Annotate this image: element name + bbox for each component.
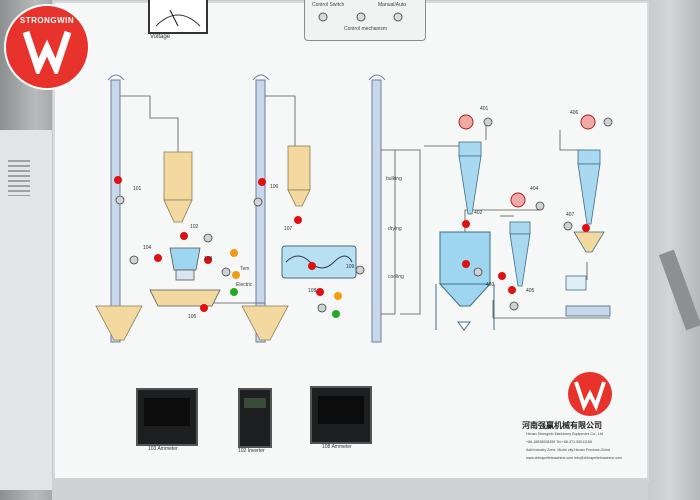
logo-w-mark bbox=[22, 30, 72, 74]
label-105: 105 bbox=[188, 314, 197, 320]
control-switch-label: Control Switch bbox=[312, 2, 345, 8]
ammeter-103-screen bbox=[144, 398, 190, 426]
inverter-102-screen bbox=[244, 398, 266, 408]
ammeter-108 bbox=[310, 386, 372, 444]
ammeter-103-label: 103 Ammeter bbox=[148, 446, 178, 452]
meter-face bbox=[155, 9, 201, 27]
label-402: 402 bbox=[474, 210, 483, 216]
ammeter-108-screen bbox=[318, 396, 364, 424]
ammeter-103 bbox=[136, 388, 198, 446]
label-102: 102 bbox=[190, 224, 199, 230]
electric-label: Electric bbox=[236, 282, 253, 288]
inverter-102 bbox=[238, 388, 272, 448]
label-108: 108 bbox=[308, 288, 317, 294]
company-name-en: Henan Strongwin Machinery Equipment Co.,… bbox=[526, 432, 603, 436]
label-101: 101 bbox=[133, 186, 142, 192]
elevator-pipes bbox=[107, 74, 386, 343]
bottom-hoppers bbox=[95, 305, 289, 341]
label-106: 106 bbox=[270, 184, 279, 190]
company-logo-mark bbox=[574, 381, 606, 412]
label-401: 401 bbox=[480, 106, 489, 112]
cooler bbox=[435, 231, 495, 331]
logo-text: STRONGWIN bbox=[19, 16, 75, 25]
panel-base bbox=[52, 478, 648, 500]
label-404: 404 bbox=[530, 186, 539, 192]
company-logo bbox=[568, 372, 612, 416]
company-name-cn: 河南强赢机械有限公司 bbox=[522, 421, 602, 430]
indicator-lamps bbox=[114, 176, 590, 318]
ammeter-108-label: 108 Ammeter bbox=[322, 444, 352, 450]
company-phone: +86-18838008359 Tel:+86-371-55011168 bbox=[526, 440, 592, 444]
cyclones bbox=[458, 141, 611, 317]
inverter-102-label: 102 Inverter bbox=[238, 448, 265, 454]
label-103: 103 bbox=[204, 256, 213, 262]
label-107: 107 bbox=[284, 226, 293, 232]
meter-label: Voltage bbox=[150, 34, 171, 40]
fans bbox=[458, 114, 596, 208]
strongwin-logo: STRONGWIN bbox=[4, 4, 90, 90]
mixer bbox=[281, 245, 357, 279]
label-406: 406 bbox=[570, 110, 579, 116]
label-104: 104 bbox=[143, 245, 152, 251]
label-407: 407 bbox=[566, 212, 575, 218]
silo-hopper-1 bbox=[163, 151, 193, 223]
drying-label: drying bbox=[388, 226, 402, 232]
label-403: 403 bbox=[486, 282, 495, 288]
mechanism-label: Control mechanism bbox=[344, 26, 388, 32]
tem-label: Tem bbox=[240, 266, 250, 272]
knobs bbox=[115, 117, 613, 313]
top-switches bbox=[318, 12, 403, 22]
company-address: Add:Industry Zone, Muzhi city,Henan Prov… bbox=[526, 448, 611, 452]
voltage-meter bbox=[148, 0, 208, 34]
cabinet-vent bbox=[8, 160, 30, 196]
manual-auto-label: Manual/Auto bbox=[378, 2, 407, 8]
label-405: 405 bbox=[526, 288, 535, 294]
bulking-label: bulking bbox=[386, 176, 402, 182]
company-website: www.chinapelletmachine.com info@chinapel… bbox=[526, 456, 623, 460]
cooling-label: cooling bbox=[388, 274, 404, 280]
silo-hopper-2 bbox=[287, 145, 311, 207]
label-109: 109 bbox=[346, 264, 355, 270]
pellet-mill-1 bbox=[149, 247, 221, 307]
